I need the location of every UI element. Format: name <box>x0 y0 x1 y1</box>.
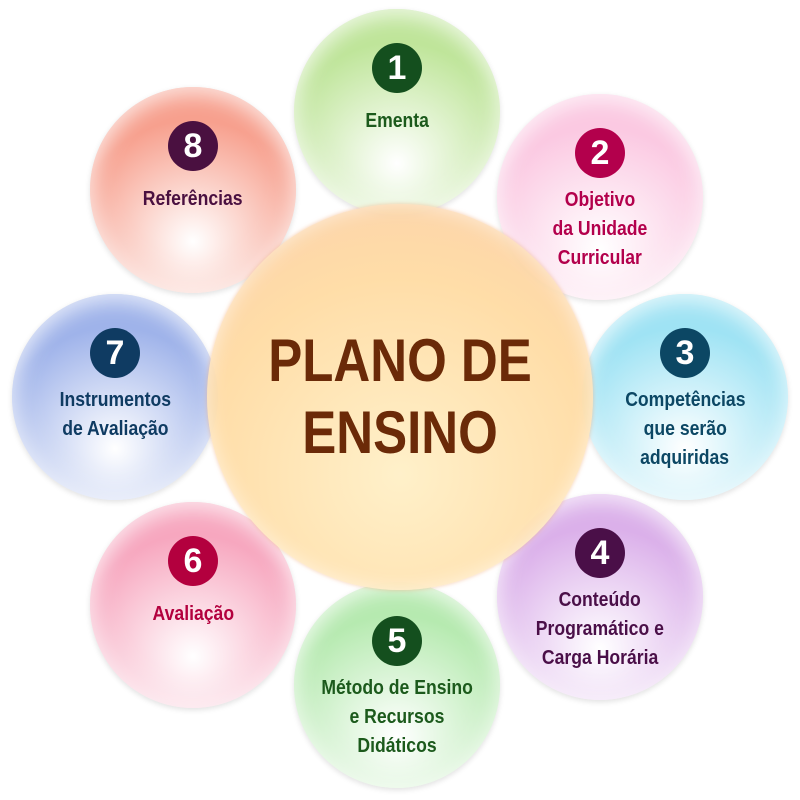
topic-label: Instrumentos <box>59 389 171 411</box>
number-badge: 5 <box>372 616 422 666</box>
number-badge: 8 <box>168 121 218 171</box>
topic-label: Competências <box>624 389 746 411</box>
topic-label: Referências <box>143 188 243 210</box>
topic-label: Curricular <box>557 247 643 269</box>
number-badge: 2 <box>575 128 625 178</box>
number-badge: 3 <box>660 328 710 378</box>
number-badge: 4 <box>575 528 625 578</box>
topic-label: adquiridas <box>640 447 730 469</box>
topic-label: Programático e <box>535 618 665 640</box>
number-badge: 6 <box>168 536 218 586</box>
topic-label: que serão <box>643 418 727 440</box>
topic-label: da Unidade <box>552 218 648 240</box>
center-title: PLANO DE ENSINO <box>268 325 532 469</box>
topic-label: de Avaliação <box>61 418 169 440</box>
topic-label: e Recursos <box>349 706 445 728</box>
center-title-line: PLANO DE <box>268 327 532 394</box>
center-title-line: ENSINO <box>302 399 498 466</box>
topic-label: Carga Horária <box>541 647 659 669</box>
topic-label: Ementa <box>365 110 429 132</box>
number-badge: 1 <box>372 43 422 93</box>
topic-label: Conteúdo <box>558 589 642 611</box>
center-circle: PLANO DE ENSINO <box>207 204 593 590</box>
topic-label: Didáticos <box>357 735 437 757</box>
topic-label: Avaliação <box>152 603 234 625</box>
topic-label: Objetivo <box>564 189 636 211</box>
topic-label: Método de Ensino <box>321 677 473 699</box>
number-badge: 7 <box>90 328 140 378</box>
